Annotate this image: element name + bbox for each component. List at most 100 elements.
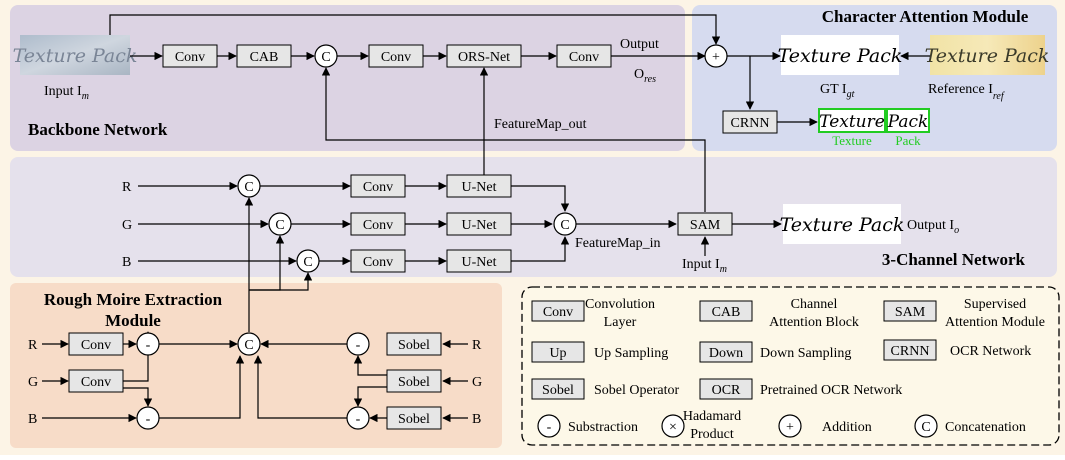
svg-text:CAB: CAB xyxy=(250,50,279,65)
legend-sub-symbol xyxy=(537,414,561,438)
svg-text:Conv: Conv xyxy=(381,50,411,65)
svg-text:Conv: Conv xyxy=(363,180,393,195)
svg-text:Hadamard: Hadamard xyxy=(683,409,741,424)
output-io-label: Output Io xyxy=(907,218,959,236)
legend-key-crnn xyxy=(883,339,937,361)
backbone-title: Backbone Network xyxy=(28,120,168,139)
svg-text:Supervised: Supervised xyxy=(964,297,1026,312)
svg-text:Up: Up xyxy=(549,346,566,361)
backbone-panel xyxy=(10,5,685,151)
svg-text:Texture: Texture xyxy=(832,133,872,148)
legend-key-sam xyxy=(883,300,937,322)
svg-text:Convolution: Convolution xyxy=(585,297,655,312)
legend-key-down xyxy=(699,341,753,363)
sobel-g xyxy=(386,369,442,393)
svg-text:Conv: Conv xyxy=(81,375,111,390)
svg-text:U-Net: U-Net xyxy=(462,255,497,270)
rough-panel xyxy=(10,283,502,448)
sobel-r xyxy=(386,332,442,356)
svg-text:OCR: OCR xyxy=(712,383,741,398)
reference-texture-image: Texture Pack xyxy=(925,35,1050,75)
svg-text:Concatenation: Concatenation xyxy=(945,420,1026,435)
ocr-result: Texture Pack Texture Pack xyxy=(818,108,930,148)
svg-text:Pretrained OCR Network: Pretrained OCR Network xyxy=(760,383,902,398)
svg-text:×: × xyxy=(669,420,677,435)
legend-key-cab xyxy=(699,300,753,322)
svg-text:SAM: SAM xyxy=(895,305,926,320)
svg-text:C: C xyxy=(244,338,253,353)
svg-text:U-Net: U-Net xyxy=(462,180,497,195)
legend-add-symbol xyxy=(778,414,802,438)
svg-text:Sobel: Sobel xyxy=(398,412,430,427)
svg-text:OCR Network: OCR Network xyxy=(950,344,1031,359)
featuremap-in-label: FeatureMap_in xyxy=(575,236,661,251)
rough-r-right: R xyxy=(472,338,482,353)
legend-key-up xyxy=(531,341,585,363)
svg-text:Substraction: Substraction xyxy=(568,420,638,435)
svg-text:Sobel Operator: Sobel Operator xyxy=(594,383,679,398)
featuremap-out-label: FeatureMap_out xyxy=(494,117,587,132)
svg-text:Pack: Pack xyxy=(895,133,921,148)
channel-r-label: R xyxy=(122,180,132,195)
svg-text:Down: Down xyxy=(709,346,743,361)
svg-text:Conv: Conv xyxy=(363,255,393,270)
svg-text:Addition: Addition xyxy=(822,420,872,435)
three-channel-panel xyxy=(10,157,1057,277)
rough-concat xyxy=(237,332,261,356)
input-texture-image: Texture Pack xyxy=(13,35,137,75)
output-texture-image: Texture Pack xyxy=(780,204,904,244)
svg-text:C: C xyxy=(560,218,569,233)
svg-text:C: C xyxy=(244,180,253,195)
legend-key-ocr xyxy=(699,378,753,400)
svg-text:Sobel: Sobel xyxy=(398,338,430,353)
svg-text:CRNN: CRNN xyxy=(731,116,770,131)
svg-text:Pack: Pack xyxy=(887,112,929,132)
svg-text:Texture Pack: Texture Pack xyxy=(778,45,903,67)
svg-text:Texture: Texture xyxy=(819,112,885,132)
rough-sub-bottom-right xyxy=(346,406,370,430)
legend-hadamard-symbol xyxy=(661,414,685,438)
rough-b-right: B xyxy=(472,412,481,427)
svg-text:U-Net: U-Net xyxy=(462,218,497,233)
gt-texture-image: Texture Pack xyxy=(778,35,903,75)
svg-text:-: - xyxy=(547,420,552,435)
svg-text:Sobel: Sobel xyxy=(398,375,430,390)
rough-sub-top-right xyxy=(346,332,370,356)
gt-label: GT Igt xyxy=(820,82,855,100)
rough-g-left: G xyxy=(28,375,38,390)
legend-key-sobel xyxy=(531,378,585,400)
legend: Conv Convolution Layer CAB Channel Atten… xyxy=(531,297,1045,442)
svg-text:Down Sampling: Down Sampling xyxy=(760,346,851,361)
svg-text:C: C xyxy=(275,218,284,233)
legend-key-conv xyxy=(531,300,585,322)
svg-text:CRNN: CRNN xyxy=(891,344,930,359)
svg-text:Attention Block: Attention Block xyxy=(769,315,859,330)
three-channel-title: 3-Channel Network xyxy=(882,250,1026,269)
rough-r-left: R xyxy=(28,338,38,353)
svg-text:C: C xyxy=(303,255,312,270)
legend-panel xyxy=(521,286,1060,446)
legend-concat-symbol xyxy=(914,414,938,438)
svg-text:Conv: Conv xyxy=(569,50,599,65)
output-label: Output xyxy=(620,37,659,52)
svg-text:-: - xyxy=(146,338,151,353)
svg-text:Conv: Conv xyxy=(175,50,205,65)
output-ores-label: Ores xyxy=(634,67,656,85)
svg-text:-: - xyxy=(146,412,151,427)
svg-text:+: + xyxy=(786,420,794,435)
rough-title-line1: Rough Moire Extraction xyxy=(44,290,223,309)
rough-g-right: G xyxy=(472,375,482,390)
svg-text:Product: Product xyxy=(690,427,734,442)
svg-text:Texture Pack: Texture Pack xyxy=(925,45,1050,67)
svg-text:-: - xyxy=(356,338,361,353)
svg-text:Conv: Conv xyxy=(363,218,393,233)
rough-b-left: B xyxy=(28,412,37,427)
channel-g-label: G xyxy=(122,218,132,233)
channel-b-label: B xyxy=(122,255,131,270)
svg-text:SAM: SAM xyxy=(690,218,721,233)
svg-text:CAB: CAB xyxy=(712,305,741,320)
svg-text:Sobel: Sobel xyxy=(542,383,574,398)
svg-text:C: C xyxy=(321,50,330,65)
svg-text:Layer: Layer xyxy=(604,315,637,330)
